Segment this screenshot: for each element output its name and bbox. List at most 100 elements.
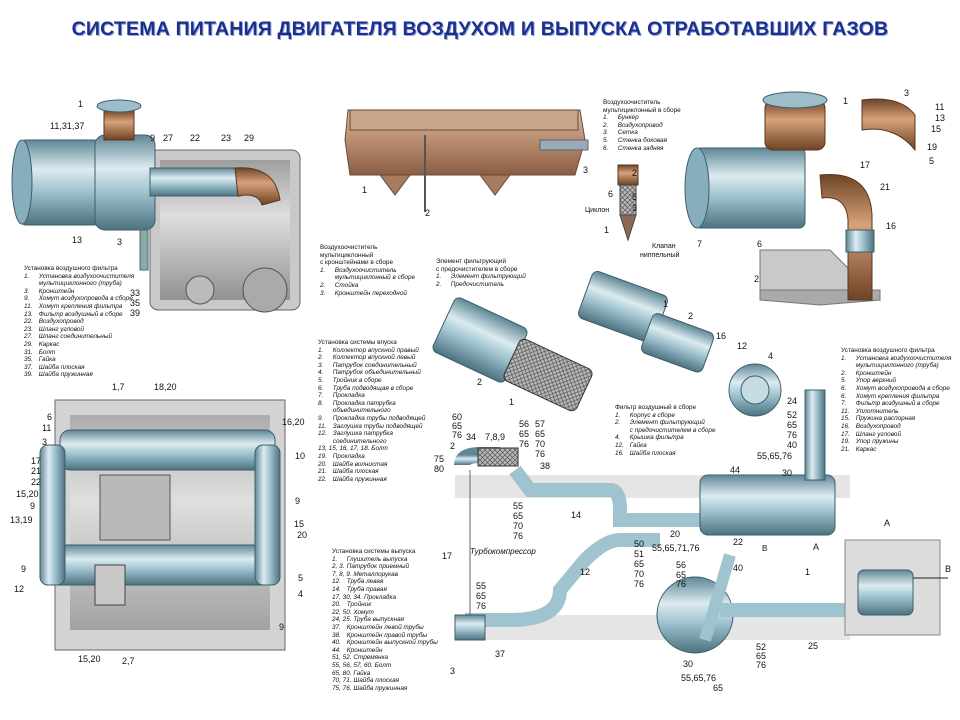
legend-item: 2. Кронштейн: [841, 370, 951, 378]
legend-item-number: 37.: [332, 623, 341, 631]
callout-label: 76: [676, 579, 687, 589]
callout-label: 52: [787, 410, 798, 420]
legend-item-number: 1.: [24, 272, 30, 280]
legend-item-number: 2.: [320, 281, 326, 289]
legend-item: 11. Заглушка трубы подводящей: [318, 423, 425, 431]
legend-heading: Установка системы впуска: [318, 339, 397, 346]
legend-item-number: 55, 56, 57, 60.: [332, 661, 373, 669]
legend-item-text: Тройник: [345, 601, 372, 609]
legend-item-number: 20.: [332, 601, 341, 609]
callout-label: 9: [150, 133, 156, 143]
callout-label: В: [945, 564, 952, 574]
legend-item-text: Шайба волнистая: [331, 460, 388, 468]
legend-item: 5. Упор верхний: [841, 377, 951, 385]
caption-view-b: В: [762, 544, 768, 553]
legend-item-number: 51, 52.: [332, 654, 352, 662]
callout-label: 6: [757, 239, 763, 249]
legend-item: 35. Гайка: [24, 356, 134, 364]
legend-item-text: Труба подводящая в сборе: [331, 384, 414, 392]
legend-item: 44. Кронштейн: [332, 647, 438, 655]
callout-label: 1,7: [112, 382, 125, 392]
legend-item-number: 23.: [24, 325, 33, 333]
legend-item-number: 11.: [841, 407, 850, 415]
callout-label: 65: [676, 570, 687, 580]
legend-item-number: 5.: [318, 376, 324, 384]
legend-item-number: 5.: [841, 377, 847, 385]
legend-item-text: Воздухопровод: [854, 422, 901, 430]
legend-item-text: Прокладка: [331, 392, 365, 400]
callout-label: 4: [768, 351, 774, 361]
legend-item: с предочистителем в сборе: [615, 427, 716, 435]
legend-item: 7. Фильтр воздушный в сборе: [841, 400, 951, 408]
callout-label: 16: [886, 221, 897, 231]
legend-item-text: Коллектор впускной правый: [331, 346, 419, 354]
legend-item-text: Шланг угловой: [37, 325, 84, 333]
legend-item-number: 12.: [332, 578, 341, 586]
legend-item: 55, 56, 57, 60. Болт: [332, 662, 438, 670]
legend-item-text: объединительного: [331, 407, 391, 415]
legend-item-number: 3.: [24, 287, 30, 295]
callout-label: 4: [298, 589, 304, 599]
legend-item: 3. Сетка: [603, 129, 681, 137]
legend-item-text: Стенка боковая: [616, 136, 668, 144]
legend-item: 24, 25. Труба выпускная: [332, 616, 438, 624]
legend-item-text: Элемент фильтрующий: [449, 273, 526, 281]
callout-label: 30: [683, 659, 694, 669]
legend-item: 17, 30, 34. Прокладка: [332, 594, 438, 602]
legend-item-text: Фильтр воздушный в сборе: [37, 310, 123, 318]
legend-item: 1. Бункер: [603, 114, 681, 122]
legend-item-number: 3.: [603, 129, 609, 137]
legend-item-text: Стенка задняя: [616, 144, 664, 152]
legend-heading: мультициклонный: [320, 251, 374, 259]
legend-item-number: 12.: [318, 430, 327, 438]
legend-item: 19. Прокладка: [318, 453, 425, 461]
legend-item-number: 14.: [332, 585, 341, 593]
callout-label: 1: [509, 397, 515, 407]
legend-item-text: Шайба пружинная: [331, 475, 387, 483]
legend-item-number: 20.: [318, 460, 327, 468]
callout-label: 55: [476, 581, 487, 591]
legend-item: 6. Хомут воздухопровода в сборе: [841, 385, 951, 393]
callout-label: 16: [716, 331, 727, 341]
legend-item: 2. Воздухопровод: [603, 122, 681, 130]
callout-label: 9: [279, 622, 285, 632]
legend-item: 1. Установка воздухоочистителя: [24, 273, 134, 281]
legend-item-number: 39.: [24, 371, 33, 379]
legend-item-text: Патрубок приемный: [345, 563, 410, 571]
callout-label: 1: [843, 96, 849, 106]
legend-item-text: Каркас: [854, 445, 877, 453]
callout-label: 15,20: [78, 654, 101, 664]
callout-label: 75: [434, 454, 445, 464]
legend-item-text: Заглушка патрубка: [331, 430, 393, 438]
legend-item-number: 40.: [332, 639, 341, 647]
legend-item-text: Металлорукав: [351, 570, 399, 578]
legend-heading: Установка воздушного фильтра: [841, 347, 935, 354]
callout-label: 24: [787, 396, 798, 406]
callout-label: 15: [931, 124, 942, 134]
callout-label: 22: [31, 477, 42, 487]
callout-label: 35: [130, 298, 141, 308]
legend-item: 21. Каркас: [841, 446, 951, 454]
callout-label: 30: [782, 468, 793, 478]
legend-item-number: 9.: [24, 295, 30, 303]
legend-item: 6. Стенка задняя: [603, 145, 681, 153]
callout-label: 65: [476, 591, 487, 601]
callout-label: 65: [713, 683, 724, 693]
callout-label: 7,8,9: [485, 432, 506, 442]
callout-label: 12: [580, 567, 591, 577]
caption-turbocharger: Турбокомпрессор: [470, 547, 536, 556]
legend-item-number: 24, 25.: [332, 616, 352, 624]
callout-label: 2: [688, 311, 694, 321]
callout-label: 76: [519, 439, 530, 449]
callout-label: 76: [452, 430, 463, 440]
callout-label: 2,7: [122, 656, 135, 666]
legend-item-text: Патрубок объединительный: [331, 369, 421, 377]
legend-item: 11. Уплотнитель: [841, 408, 951, 416]
callout-label: 65: [756, 651, 767, 661]
callout-label: 23: [221, 133, 232, 143]
callout-label: 10: [295, 451, 306, 461]
legend-item-text: Кронштейн правой трубы: [345, 631, 428, 639]
legend-item: 31. Болт: [24, 349, 134, 357]
legend-item-text: мультициклонного (труба): [854, 362, 939, 370]
